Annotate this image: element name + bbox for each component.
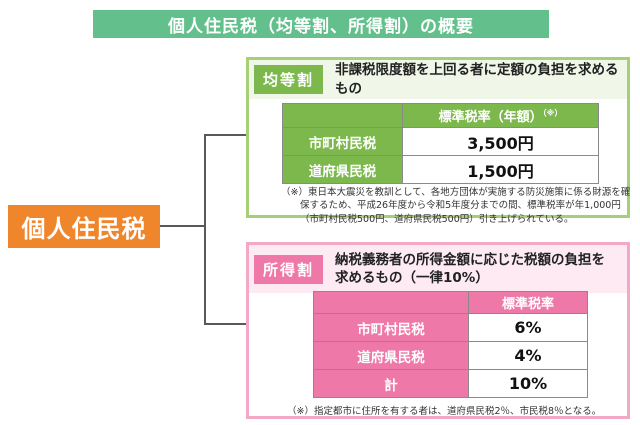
kintowari-footnote: （※）東日本大震災を教訓として、各地方団体が実施する防災施策に係る財源を確保する… [281,187,631,225]
table-row: 市町村民税 6% [313,313,588,342]
row-prefectural-label: 道府県民税 [313,341,469,370]
header-empty-cell [282,103,403,128]
shotokuwari-description-line2: 求めるもの（一律10%） [335,270,489,286]
table-row: 計 10% [313,369,588,398]
table-header-row: 標準税率（年額）（※） [282,103,599,128]
panel-kintowari: 均等割 非課税限度額を上回る者に定額の負担を求めるもの 標準税率（年額）（※） … [246,57,630,225]
row-municipal-value: 6% [468,313,588,342]
shotokuwari-rate-table: 標準税率 市町村民税 6% 道府県民税 4% 計 10% [313,291,588,398]
row-total-value: 10% [468,369,588,398]
shotokuwari-tag: 所得割 [254,254,324,284]
panel-shotokuwari-header: 所得割 納税義務者の所得金額に応じた税額の負担を 求めるもの（一律10%） [249,245,627,293]
header-standard-rate-cell: 標準税率（年額）（※） [402,103,599,128]
page-title: 個人住民税（均等割、所得割）の概要 [93,10,549,38]
panel-kintowari-header: 均等割 非課税限度額を上回る者に定額の負担を求めるもの [249,60,627,99]
row-prefectural-label: 道府県民税 [282,155,403,184]
row-prefectural-value: 4% [468,341,588,370]
row-municipal-label: 市町村民税 [313,313,469,342]
kintowari-description: 非課税限度額を上回る者に定額の負担を求めるもの [335,62,619,97]
table-row: 道府県民税 1,500円 [282,155,599,184]
table-row: 市町村民税 3,500円 [282,127,599,156]
row-municipal-label: 市町村民税 [282,127,403,156]
kintowari-rate-table: 標準税率（年額）（※） 市町村民税 3,500円 道府県民税 1,500円 [282,103,599,184]
header-standard-rate-label: 標準税率（年額） [438,110,543,125]
kintowari-tag: 均等割 [254,65,324,94]
connector-vertical-bracket [204,134,206,325]
header-note-mark: （※） [542,108,563,118]
shotokuwari-footnote: （※）指定都市に住所を有する者は、道府県民税2％、市民税8％となる。 [287,406,602,417]
panel-shotokuwari: 所得割 納税義務者の所得金額に応じた税額の負担を 求めるもの（一律10%） 標準… [246,242,630,419]
connector-root-horizontal [160,225,205,227]
shotokuwari-description: 納税義務者の所得金額に応じた税額の負担を 求めるもの（一律10%） [335,251,605,287]
row-total-label: 計 [313,369,469,398]
shotokuwari-description-line1: 納税義務者の所得金額に応じた税額の負担を [335,251,606,268]
table-row: 道府県民税 4% [313,341,588,370]
table-header-row: 標準税率 [313,291,588,314]
row-prefectural-value: 1,500円 [402,155,599,184]
connector-bottom-branch [204,323,246,325]
row-municipal-value: 3,500円 [402,127,599,156]
header-empty-cell [313,291,469,314]
root-node-kojin-juminzei: 個人住民税 [8,205,160,248]
connector-top-branch [204,134,246,136]
header-standard-rate-cell: 標準税率 [468,291,588,314]
